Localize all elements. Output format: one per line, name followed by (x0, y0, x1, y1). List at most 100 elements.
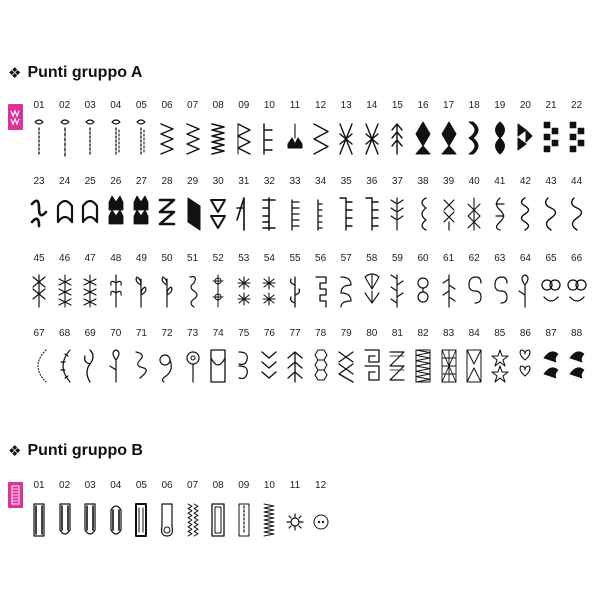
stitch-parallelogram-icon[interactable] (182, 192, 204, 234)
stitch-bh-round-both-icon[interactable] (105, 496, 127, 542)
stitch-bh-square-dense-icon[interactable] (130, 496, 152, 542)
stitch-comb-l-icon[interactable] (335, 192, 357, 234)
stitch-leaf-branch-icon[interactable] (386, 269, 408, 311)
stitch-straight-oval-icon[interactable] (105, 116, 127, 158)
stitch-bh-box-icon[interactable] (207, 496, 229, 542)
stitch-x-stack-icon[interactable] (438, 192, 460, 234)
stitch-zigzag-icon[interactable] (156, 116, 178, 158)
stitch-block-zig-icon[interactable] (284, 116, 306, 158)
stitch-criss-icon[interactable] (335, 344, 357, 386)
stitch-zigzag-wide-icon[interactable] (310, 116, 332, 158)
stitch-eyelet-button-icon[interactable] (310, 496, 332, 542)
stitch-leaf-fill-icon[interactable] (489, 116, 511, 158)
stitch-side-steps-icon[interactable] (258, 116, 280, 158)
stitch-spiral-icon[interactable] (489, 269, 511, 311)
stitch-zigzag-icon[interactable] (182, 116, 204, 158)
stitch-x-zigzag-icon[interactable] (361, 116, 383, 158)
stitch-wave-bold-icon[interactable] (28, 192, 50, 234)
stitch-ladder-h-icon[interactable] (258, 192, 280, 234)
stitch-half-moon-icon[interactable] (463, 116, 485, 158)
stitch-bh-keyhole-icon[interactable] (156, 496, 178, 542)
stitch-leaves-up-icon[interactable] (130, 269, 152, 311)
stitch-arrows-icon[interactable] (386, 116, 408, 158)
stitch-z-stripe-icon[interactable] (386, 344, 408, 386)
stitch-leaves-up-icon[interactable] (156, 269, 178, 311)
stitch-straight-oval-icon[interactable] (28, 116, 50, 158)
stitch-spiral-icon[interactable] (463, 269, 485, 311)
stitch-double-loop-icon[interactable] (156, 344, 178, 386)
stitch-buds-icon[interactable] (284, 269, 306, 311)
stitch-group-a-badge-icon[interactable] (8, 104, 23, 130)
stitch-bh-round-icon[interactable] (79, 496, 101, 542)
stitch-straight-oval-icon[interactable] (130, 116, 152, 158)
stitch-comb-icon[interactable] (284, 192, 306, 234)
stitch-triangles-icon[interactable] (514, 116, 536, 158)
stitch-asterisk-icon[interactable] (258, 269, 280, 311)
stitch-flower-stem-icon[interactable] (105, 344, 127, 386)
stitch-diamond-icon[interactable] (438, 116, 460, 158)
stitch-x-vert-icon[interactable] (54, 269, 76, 311)
stitch-group-b-badge-icon[interactable] (8, 482, 23, 508)
stitch-lacework-icon[interactable] (489, 192, 511, 234)
stitch-grid-box-icon[interactable] (438, 344, 460, 386)
stitch-feather-icon[interactable] (105, 269, 127, 311)
stitch-dolphin-icon[interactable] (540, 344, 562, 386)
stitch-diamond-icon[interactable] (412, 116, 434, 158)
stitch-leaf-vine-icon[interactable] (79, 344, 101, 386)
stitch-fan-icon[interactable] (361, 269, 383, 311)
stitch-straight-oval-icon[interactable] (79, 116, 101, 158)
stitch-fishbone-icon[interactable] (438, 269, 460, 311)
stitch-hearts-icon[interactable] (514, 344, 536, 386)
stitch-bh-square-icon[interactable] (28, 496, 50, 542)
stitch-arc-dotted-icon[interactable] (28, 344, 50, 386)
stitch-curl-icon[interactable] (412, 192, 434, 234)
stitch-loops-icon[interactable] (182, 269, 204, 311)
stitch-meander-icon[interactable] (310, 269, 332, 311)
stitch-tick-long-icon[interactable] (233, 192, 255, 234)
stitch-gap-blocks-icon[interactable] (207, 192, 229, 234)
stitch-eyelet-sun-icon[interactable] (284, 496, 306, 542)
stitch-serpent-wide-icon[interactable] (566, 192, 588, 234)
stitch-bh-dense-icon[interactable] (258, 496, 280, 542)
stitch-zigzag-dense-icon[interactable] (207, 116, 229, 158)
stitch-comb-l-icon[interactable] (361, 192, 383, 234)
stitch-bh-zig-icon[interactable] (182, 496, 204, 542)
stitch-crown-icon[interactable] (130, 192, 152, 234)
stitch-cross-x-icon[interactable] (28, 269, 50, 311)
stitch-heavy-z-icon[interactable] (156, 192, 178, 234)
stitch-honeycomb-icon[interactable] (310, 344, 332, 386)
stitch-triangle-box-icon[interactable] (463, 344, 485, 386)
stitch-tri-zig-icon[interactable] (233, 116, 255, 158)
stitch-half-circle-box-icon[interactable] (207, 344, 229, 386)
stitch-serpent-icon[interactable] (514, 192, 536, 234)
stitch-crown-icon[interactable] (105, 192, 127, 234)
stitch-comb-stub-icon[interactable] (310, 192, 332, 234)
stitch-x-zigzag-icon[interactable] (335, 116, 357, 158)
stitch-snow-icon[interactable] (463, 192, 485, 234)
stitch-flower-stem-icon[interactable] (514, 269, 536, 311)
stitch-straight-oval-icon[interactable] (54, 116, 76, 158)
stitch-x-vert-icon[interactable] (79, 269, 101, 311)
stitch-arrow-chain-icon[interactable] (284, 344, 306, 386)
stitch-ring-stem-icon[interactable] (182, 344, 204, 386)
stitch-wave-loop-icon[interactable] (130, 344, 152, 386)
stitch-bh-round-icon[interactable] (54, 496, 76, 542)
stitch-asterisk-icon[interactable] (233, 269, 255, 311)
stitch-arc-ticks-icon[interactable] (54, 344, 76, 386)
stitch-serpent-wide-icon[interactable] (540, 192, 562, 234)
stitch-fern-icon[interactable] (386, 192, 408, 234)
stitch-greek-icon[interactable] (361, 344, 383, 386)
stitch-dense-box-icon[interactable] (412, 344, 434, 386)
stitch-checker-icon[interactable] (540, 116, 562, 158)
stitch-bh-plain-icon[interactable] (233, 496, 255, 542)
stitch-shell-icon[interactable] (335, 269, 357, 311)
stitch-circle-loop-icon[interactable] (412, 269, 434, 311)
stitch-checker-icon[interactable] (566, 116, 588, 158)
stitch-chevrons-icon[interactable] (258, 344, 280, 386)
stitch-round-eyes-icon[interactable] (540, 269, 562, 311)
stitch-loop-chain-icon[interactable] (233, 344, 255, 386)
stitch-stars-icon[interactable] (489, 344, 511, 386)
stitch-scallop-icon[interactable] (79, 192, 101, 234)
stitch-dolphin-icon[interactable] (566, 344, 588, 386)
stitch-round-eyes-icon[interactable] (566, 269, 588, 311)
